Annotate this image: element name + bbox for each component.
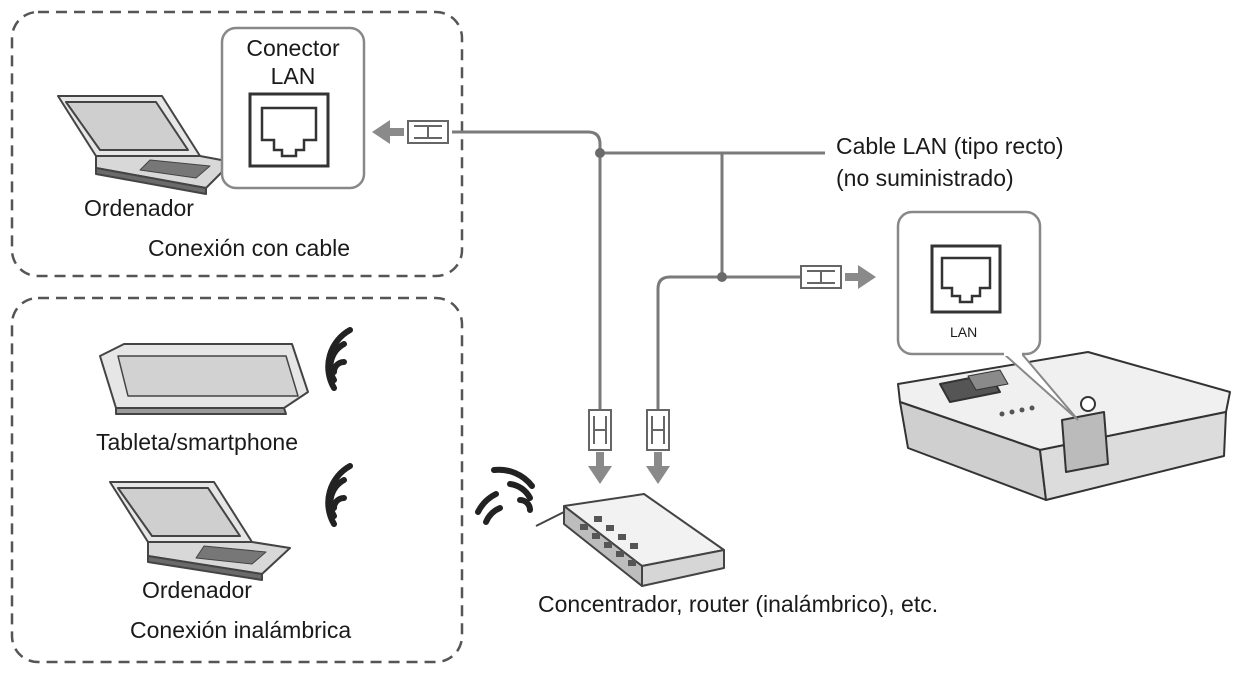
wired-section-box [10, 10, 464, 278]
connector-label-line2: LAN [270, 63, 316, 89]
cable-label-line2: (no suministrado) [836, 165, 1014, 191]
wired-computer-label: Ordenador [84, 195, 194, 221]
cable-label-line1: Cable LAN (tipo recto) [836, 133, 1064, 159]
wireless-computer-label: Ordenador [142, 577, 252, 603]
projector-icon [897, 351, 1231, 501]
cable-plug-icon [407, 120, 449, 144]
arrow-down-icon [646, 452, 670, 484]
laptop-icon [109, 481, 291, 581]
hub-label: Concentrador, router (inalámbrico), etc. [538, 591, 939, 617]
wifi-signal-icon [325, 463, 353, 527]
wifi-signal-icon [475, 466, 535, 525]
cable-junction-dot [717, 272, 727, 282]
arrow-right-icon [845, 265, 876, 289]
connector-label: Conector LAN [222, 34, 364, 90]
tablet-label: Tableta/smartphone [96, 429, 299, 455]
wired-section-label: Conexión con cable [148, 235, 351, 261]
ethernet-port-icon [248, 92, 330, 168]
wireless-section-label: Conexión inalámbrica [130, 617, 352, 643]
lan-cable-lines [452, 130, 825, 420]
ethernet-port-icon [930, 244, 1002, 314]
cable-junction-dot [595, 148, 605, 158]
cable-plug-icon [588, 409, 612, 451]
hub-router-icon [535, 493, 725, 587]
projector-port-label: LAN [950, 324, 978, 340]
tablet-icon [99, 343, 309, 415]
cable-plug-icon [800, 265, 842, 289]
wireless-section-box [10, 296, 464, 664]
cable-plug-icon [646, 409, 670, 451]
connector-label-line1: Conector [246, 35, 340, 61]
laptop-icon [57, 95, 233, 195]
wifi-signal-icon [325, 327, 353, 391]
arrow-down-icon [588, 452, 612, 484]
arrow-left-icon [372, 120, 404, 144]
